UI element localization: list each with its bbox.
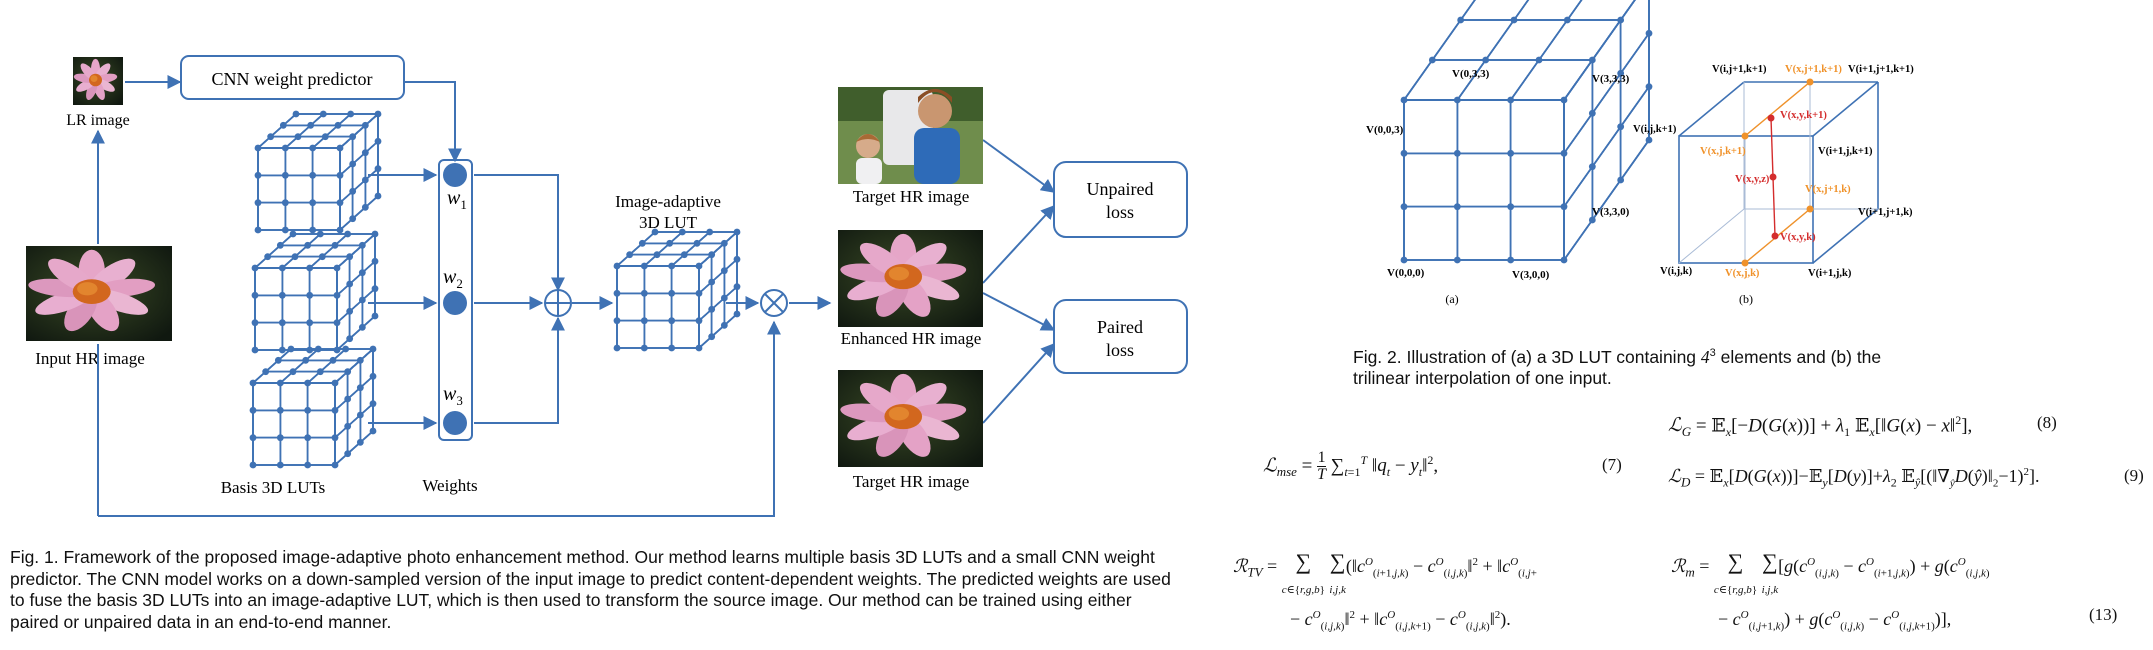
vertex-label-xyk1: V(x,y,k+1) (1780, 110, 1827, 121)
adaptive-lut-title-2: 3D LUT (639, 213, 698, 232)
equation-number-13: (13) (2089, 605, 2118, 624)
vertex-label-033: V(0,3,3) (1452, 68, 1490, 80)
cnn-weight-predictor-label: CNN weight predictor (212, 69, 373, 89)
paired-loss-label-1: Paired (1097, 317, 1143, 337)
paired-loss-box (1053, 299, 1188, 374)
target-hr-image-bottom-label: Target HR image (853, 472, 970, 491)
lr-image-thumbnail (73, 57, 123, 105)
weights-box (438, 159, 473, 441)
enhanced-hr-image (838, 230, 983, 327)
equation-ld: ℒD = 𝔼x[D(G(x))]−𝔼y[D(y)]+λ2 𝔼ŷ[(‖∇ŷD(ŷ)… (1668, 466, 2040, 490)
vertex-label-i1j1k: V(i+1,j+1,k) (1858, 207, 1913, 218)
fig2a-lut-cube (1400, 0, 1653, 264)
adaptive-lut-cube (613, 228, 741, 352)
figure2-caption-math: 4 (1700, 346, 1710, 367)
equation-rtv-line2: − cO(i,j,k)‖2 + ‖cO(i,j,k+1) − cO(i,j,k)… (1290, 609, 1511, 633)
vertex-label-xyz: V(x,y,z) (1735, 174, 1770, 185)
fig2a-sublabel: (a) (1445, 292, 1458, 306)
basis-luts-label: Basis 3D LUTs (221, 478, 326, 497)
weight-label-2: w2 (443, 266, 463, 291)
basis-lut-cube-2 (251, 230, 379, 354)
equation-rtv-line1: ℛTV = ∑c∈{r,g,b} ∑i,j,k(‖cO(i+1,j,k) − c… (1233, 549, 1537, 597)
paired-loss-label-2: loss (1106, 340, 1134, 360)
equation-rm-line2: − cO(i,j+1,k)) + g(cO(i,j,k) − cO(i,j,k+… (1718, 609, 1952, 633)
vertex-label-330: V(3,3,0) (1592, 206, 1630, 218)
fig2a-vertex-labels: V(0,3,3) V(3,3,3) V(0,0,3) V(3,3,0) V(0,… (1366, 68, 1630, 281)
vertex-label-i1j1k1: V(i+1,j+1,k+1) (1848, 64, 1914, 75)
figure1-connectors (91, 75, 1056, 517)
fig2b-sublabel: (b) (1739, 292, 1753, 306)
adaptive-lut-title-1: Image-adaptive (615, 192, 721, 211)
unpaired-loss-label-1: Unpaired (1087, 179, 1154, 199)
vertex-label-xyk: V(x,y,k) (1780, 232, 1816, 243)
figure2-caption-part1: Fig. 2. Illustration of (a) a 3D LUT con… (1353, 346, 1701, 367)
unpaired-loss-label-2: loss (1106, 202, 1134, 222)
unpaired-loss-box (1053, 161, 1188, 238)
figure2-caption-part2: elements and (b) the trilinear interpola… (1353, 346, 1882, 389)
fig2b-interpolation-cube (1678, 78, 1879, 267)
vertex-label-333: V(3,3,3) (1592, 73, 1630, 85)
basis-lut-cube-1 (254, 110, 382, 234)
vertex-label-300: V(3,0,0) (1512, 269, 1550, 281)
fig2b-points (1741, 78, 1814, 267)
weight-node-3 (443, 411, 467, 435)
vertex-label-003: V(0,0,3) (1366, 124, 1404, 136)
vertex-label-xjk: V(x,j,k) (1725, 268, 1760, 279)
basis-lut-cube-3 (249, 345, 377, 469)
target-hr-image-bottom (838, 370, 983, 467)
vertex-label-ijk1: V(i,j,k+1) (1633, 124, 1677, 135)
target-hr-image-top-label: Target HR image (853, 187, 970, 206)
equation-rm-line1: ℛm = ∑c∈{r,g,b} ∑i,j,k[g(cO(i,j,k) − cO(… (1671, 549, 1990, 597)
equation-lg: ℒG = 𝔼x[−D(G(x))] + λ1 𝔼x[‖G(x) − x‖2], (1668, 413, 1973, 440)
input-hr-image (26, 246, 172, 341)
vertex-label-xj1k: V(x,j+1,k) (1805, 184, 1851, 195)
input-hr-image-label: Input HR image (35, 349, 145, 368)
weight-node-1 (443, 163, 467, 187)
enhanced-hr-image-label: Enhanced HR image (841, 329, 982, 348)
equation-number-7: (7) (1602, 455, 1622, 474)
target-hr-image-top (838, 87, 983, 184)
equation-number-9: (9) (2124, 466, 2144, 485)
multiply-operator (760, 289, 788, 317)
vertex-label-i1jk: V(i+1,j,k) (1808, 268, 1852, 279)
vertex-label-ijk: V(i,j,k) (1660, 266, 1693, 277)
vertex-label-ij1k1: V(i,j+1,k+1) (1712, 64, 1767, 75)
vertex-label-000: V(0,0,0) (1387, 267, 1425, 279)
figure2-caption: Fig. 2. Illustration of (a) a 3D LUT con… (1353, 343, 1913, 390)
sum-operator (544, 289, 572, 317)
equation-number-8: (8) (2037, 413, 2057, 432)
weight-label-3: w3 (443, 383, 463, 408)
weight-label-1: w1 (447, 187, 467, 212)
lr-image-label: LR image (66, 112, 130, 129)
vertex-label-xj1k1: V(x,j+1,k+1) (1785, 64, 1842, 75)
figure1-caption: Fig. 1. Framework of the proposed image-… (10, 547, 1171, 632)
vertex-label-i1jk1: V(i+1,j,k+1) (1818, 146, 1873, 157)
weights-label: Weights (422, 476, 477, 495)
vertex-label-xjk1: V(x,j,k+1) (1700, 146, 1746, 157)
fig2b-vertex-labels: V(i,j+1,k+1) V(x,j+1,k+1) V(i+1,j+1,k+1)… (1633, 64, 1914, 279)
figure2-caption-sup: 3 (1709, 347, 1716, 359)
weight-node-2 (443, 291, 467, 315)
